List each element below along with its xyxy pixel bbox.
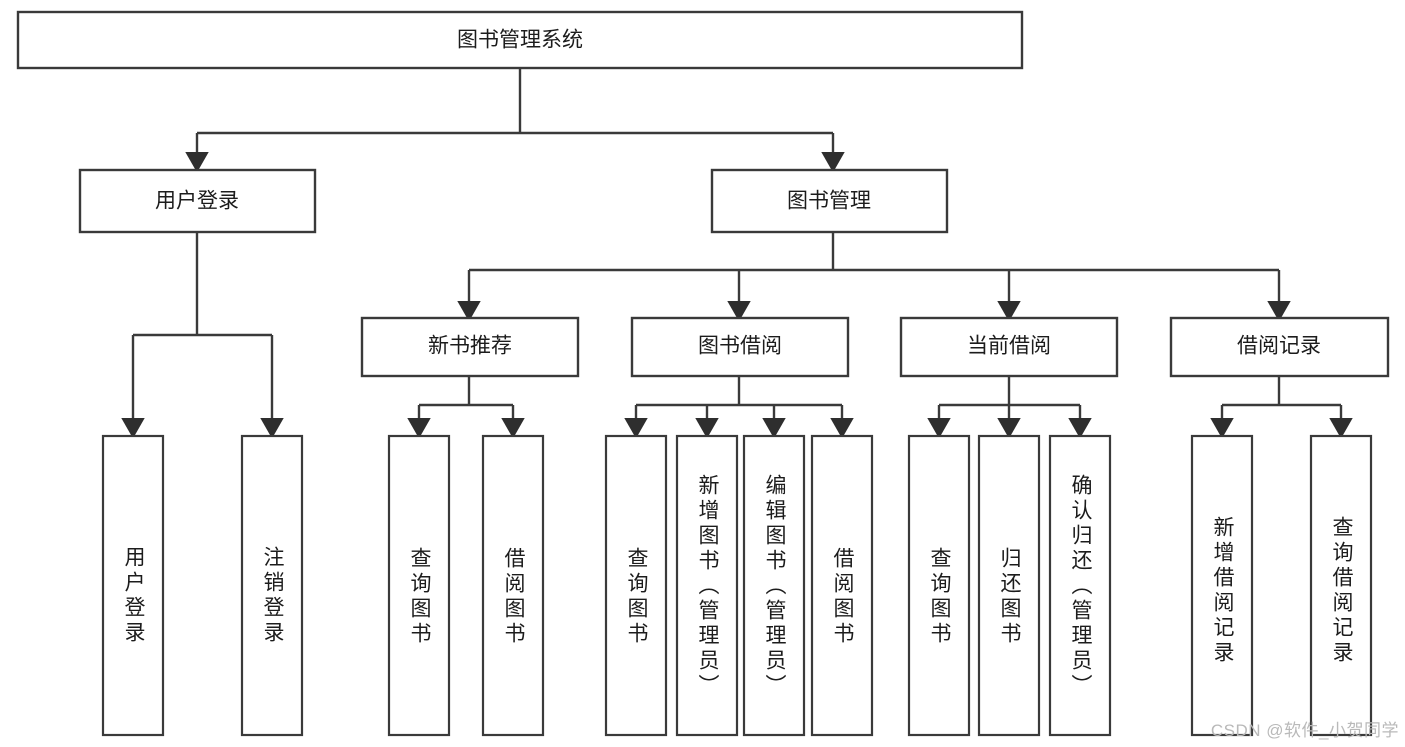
leaf-box[interactable] — [1309, 434, 1373, 737]
leaf-box[interactable] — [1048, 434, 1112, 737]
leaf-box[interactable] — [1190, 434, 1254, 737]
leaf-box[interactable] — [810, 434, 874, 737]
leaf-box[interactable] — [907, 434, 971, 737]
node-borrow-record[interactable]: 借阅记录 — [1169, 316, 1390, 378]
connector-group-book-manage — [457, 232, 1291, 322]
connector-group-book-borrow — [624, 376, 854, 439]
leaf-box[interactable] — [481, 434, 545, 737]
leaf-box[interactable] — [240, 434, 304, 737]
node-book-manage-label: 图书管理 — [787, 190, 871, 213]
node-new-book-recommend-label: 新书推荐 — [428, 335, 512, 358]
connector-group-current-borrow — [927, 376, 1092, 439]
node-root-label: 图书管理系统 — [457, 29, 583, 52]
leaf-box[interactable] — [742, 434, 806, 737]
connector-group-root — [185, 68, 845, 173]
leaf-box[interactable] — [675, 434, 739, 737]
leaf-box[interactable] — [604, 434, 668, 737]
node-book-manage[interactable]: 图书管理 — [710, 168, 949, 234]
node-book-borrow[interactable]: 图书借阅 — [630, 316, 850, 378]
leaf-box[interactable] — [101, 434, 165, 737]
leaf-box[interactable] — [387, 434, 451, 737]
node-root[interactable]: 图书管理系统 — [16, 10, 1024, 70]
node-new-book-recommend[interactable]: 新书推荐 — [360, 316, 580, 378]
node-book-borrow-label: 图书借阅 — [698, 335, 782, 358]
node-user-login-label: 用户登录 — [155, 190, 239, 213]
leaf-box-outlines — [101, 434, 1373, 737]
node-user-login[interactable]: 用户登录 — [78, 168, 317, 234]
node-current-borrow[interactable]: 当前借阅 — [899, 316, 1119, 378]
connector-group-new-book — [407, 376, 525, 439]
csdn-watermark: CSDN @软件_小贺同学 — [1210, 721, 1399, 740]
node-borrow-record-label: 借阅记录 — [1237, 335, 1321, 358]
connector-group-user-login — [121, 232, 284, 439]
node-current-borrow-label: 当前借阅 — [967, 335, 1051, 358]
leaf-box[interactable] — [977, 434, 1041, 737]
connector-group-borrow-record — [1210, 376, 1353, 439]
